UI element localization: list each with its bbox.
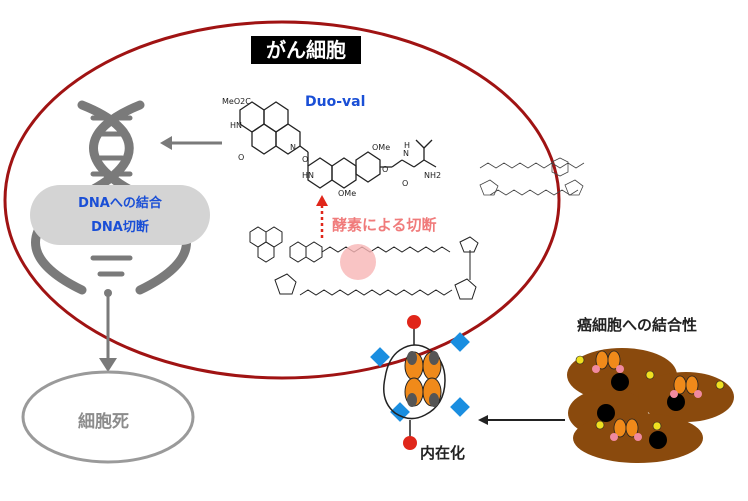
- arrow-to-cell-death: [99, 289, 117, 372]
- label-n-top: N: [290, 143, 296, 152]
- label-o-link: O: [382, 165, 388, 174]
- dna-binding-label: DNAへの結合: [78, 196, 162, 211]
- label-n-amide: N: [403, 149, 409, 158]
- internalization-label: 内在化: [420, 444, 466, 462]
- label-ester-top: MeO2C: [222, 97, 251, 106]
- enzyme-cleavage-label: 酵素による切断: [332, 216, 437, 234]
- arrow-to-dna: [160, 136, 222, 150]
- precursor-structure: [249, 226, 479, 300]
- label-o-indole: O: [302, 155, 308, 164]
- label-nh-indole: HN: [302, 171, 314, 180]
- cancer-binding-label: 癌細胞への結合性: [577, 316, 698, 334]
- label-ome-2: OMe: [338, 189, 356, 198]
- label-o-amide: O: [402, 179, 408, 188]
- dna-cleavage-label: DNA切断: [91, 220, 149, 235]
- dna-box: [30, 185, 210, 245]
- antibody-conjugate-icon: [370, 315, 470, 450]
- label-nh-top: HN: [230, 121, 242, 130]
- enzyme-arrow: [316, 195, 328, 238]
- label-h-amide: H: [404, 141, 410, 150]
- drug-name-label: Duo-val: [305, 94, 366, 110]
- linker-structure-right: [479, 157, 585, 196]
- label-o-top: O: [238, 153, 244, 162]
- internalization-arrow: [478, 415, 565, 425]
- label-ome-1: OMe: [372, 143, 390, 152]
- duo-val-structure: [239, 101, 437, 189]
- cancer-cell-outline: [3, 20, 561, 380]
- page-title: がん細胞: [251, 36, 361, 64]
- cell-death-label: 細胞死: [78, 412, 129, 432]
- cell-death-ellipse: [21, 370, 195, 464]
- cancer-cells-cluster-icon: [567, 348, 734, 463]
- label-nh2: NH2: [424, 171, 441, 180]
- cleavage-site-highlight: [340, 244, 376, 280]
